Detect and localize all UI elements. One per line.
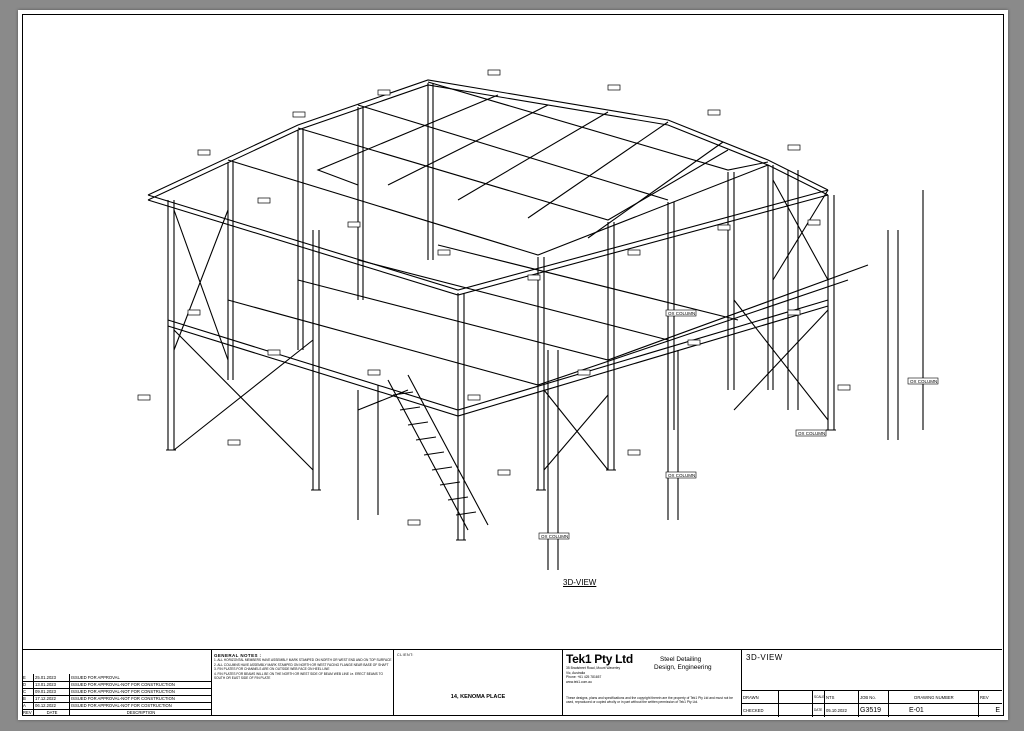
revision-code: C (22, 688, 34, 695)
revision-code: B (22, 695, 34, 702)
revision-header-date: DATE (34, 709, 70, 716)
revision-row: B 17.12.2022 ISSUED FOR APPROVAL-NOT FOR… (22, 695, 211, 703)
revision-date: 25.01.2023 (34, 674, 70, 681)
company-name: Tek1 Pty Ltd (566, 652, 633, 666)
title-block: E 25.01.2023 ISSUED FOR APPROVAL D 13.01… (22, 649, 1002, 717)
general-note: 4. FIN PLATES FOR BEAMS WILL BE ON THE N… (214, 671, 383, 681)
client-box: CLIENT: 14, KENOMA PLACE (393, 650, 563, 716)
company-phone: Phone: +61 425 781657 (566, 675, 602, 680)
revision-description: ISSUED FOR APPROVAL-NOT FOR CONSTRUCTION (71, 696, 175, 701)
general-note: 3. FIN PLATES FOR CHANNELS ARE ON OUTSID… (214, 667, 330, 672)
general-note: 2. ALL COLUMNS HAVE ASSEMBLY MARK STAMPE… (214, 662, 389, 667)
company-tagline-1: Steel Detailing (660, 656, 702, 663)
column-callout-text: OX COLUMN (798, 431, 825, 436)
rev-label: REV (980, 695, 989, 700)
revision-row: E 25.01.2023 ISSUED FOR APPROVAL (22, 674, 211, 682)
checked-label: CHECKED (742, 704, 779, 717)
revision-date: 09.01.2023 (34, 688, 70, 695)
rev-value: E (995, 707, 1000, 714)
general-notes-heading: GENERAL NOTES : (214, 653, 262, 658)
revision-description: ISSUED FOR APPROVAL-NOT FOR CONSTRUCTION (71, 682, 175, 687)
drawn-label: DRAWN (742, 691, 779, 704)
column-callout-text: OX COLUMN (668, 311, 695, 316)
drawing-info: 3D-VIEW DRAWN SCALE NTS JOB No. DRAWING … (742, 650, 1002, 717)
column-callout-text: OX COLUMN (668, 473, 695, 478)
revision-table: E 25.01.2023 ISSUED FOR APPROVAL D 13.01… (22, 650, 212, 716)
column-callouts: OX COLUMN OX COLUMN OX COLUMN OX COLUMN … (538, 309, 939, 540)
company-address-2: Vic, Australia (566, 670, 585, 675)
scale-value: NTS (825, 691, 859, 704)
sheet-title: 3D-VIEW (746, 653, 783, 662)
drawing-number-label: DRAWING NUMBER (889, 691, 979, 704)
info-row-checked: CHECKED DATE 05.10.2022 G3519 E-01 E (742, 703, 1002, 717)
job-no: G3519 (859, 704, 889, 717)
revision-row: D 13.01.2023 ISSUED FOR APPROVAL-NOT FOR… (22, 681, 211, 689)
company-tagline-2: Design, Engineering (654, 664, 712, 671)
sheet-border (22, 14, 1004, 716)
company-box: Tek1 Pty Ltd Steel Detailing Design, Eng… (563, 650, 742, 716)
drawn-value (779, 691, 813, 704)
column-callout (795, 429, 827, 437)
column-callout (907, 377, 939, 385)
revision-header-description: DESCRIPTION (126, 710, 156, 715)
revision-description: ISSUED FOR APPROVAL (71, 675, 120, 680)
company-address: 35 Bradstreet Road, Mount Waverley Vic, … (566, 666, 620, 684)
column-callout (665, 471, 697, 479)
client-name: 14, KENOMA PLACE (450, 694, 506, 700)
general-notes: GENERAL NOTES : 1. ALL HORIZONTAL MEMBER… (214, 653, 392, 713)
column-callout (538, 532, 570, 540)
revision-date: 13.01.2023 (34, 681, 70, 688)
column-callout (665, 309, 697, 317)
company-address-1: 35 Bradstreet Road, Mount Waverley (566, 666, 621, 670)
drawing-number: E-01 (889, 704, 979, 717)
company-disclaimer: These designs, plans and specifications … (566, 696, 733, 705)
info-row-drawn: DRAWN SCALE NTS JOB No. DRAWING NUMBER R… (742, 690, 1002, 704)
revision-code: A (22, 702, 34, 709)
revision-header-rev: REV (22, 709, 34, 716)
job-no-label: JOB No. (859, 691, 889, 704)
steel-frame-3d-view (137, 69, 924, 570)
revision-description: ISSUED FOR APPROVAL-NOT FOR COSTRUCTION (71, 703, 172, 708)
view-label: 3D-VIEW (563, 578, 597, 587)
client-heading: CLIENT: (397, 653, 414, 657)
revision-description: ISSUED FOR APPROVAL-NOT FOR CONSTRUCTION (71, 689, 175, 694)
drawing-sheet: OX COLUMN OX COLUMN OX COLUMN OX COLUMN … (18, 10, 1008, 720)
date-value: 05.10.2022 (825, 704, 859, 717)
revision-row: C 09.01.2023 ISSUED FOR APPROVAL-NOT FOR… (22, 688, 211, 696)
general-note: 1. ALL HORIZONTAL MEMBERS HAVE ASSEMBLY … (214, 658, 392, 662)
revision-code: D (22, 681, 34, 688)
column-callout-text: OX COLUMN (541, 534, 568, 539)
revision-row: A 06.12.2022 ISSUED FOR APPROVAL-NOT FOR… (22, 702, 211, 710)
checked-value (779, 704, 813, 717)
column-callout-text: OX COLUMN (910, 379, 937, 384)
revision-header-row: REV DATE DESCRIPTION (22, 709, 211, 716)
company-web: www.tek1.com.au (566, 679, 592, 684)
revision-code: E (22, 674, 34, 681)
revision-date: 06.12.2022 (34, 702, 70, 709)
company-tagline: Steel Detailing Design, Engineering (654, 656, 712, 672)
scale-label: SCALE (813, 691, 825, 704)
revision-date: 17.12.2022 (34, 695, 70, 702)
date-label: DATE (813, 704, 825, 717)
